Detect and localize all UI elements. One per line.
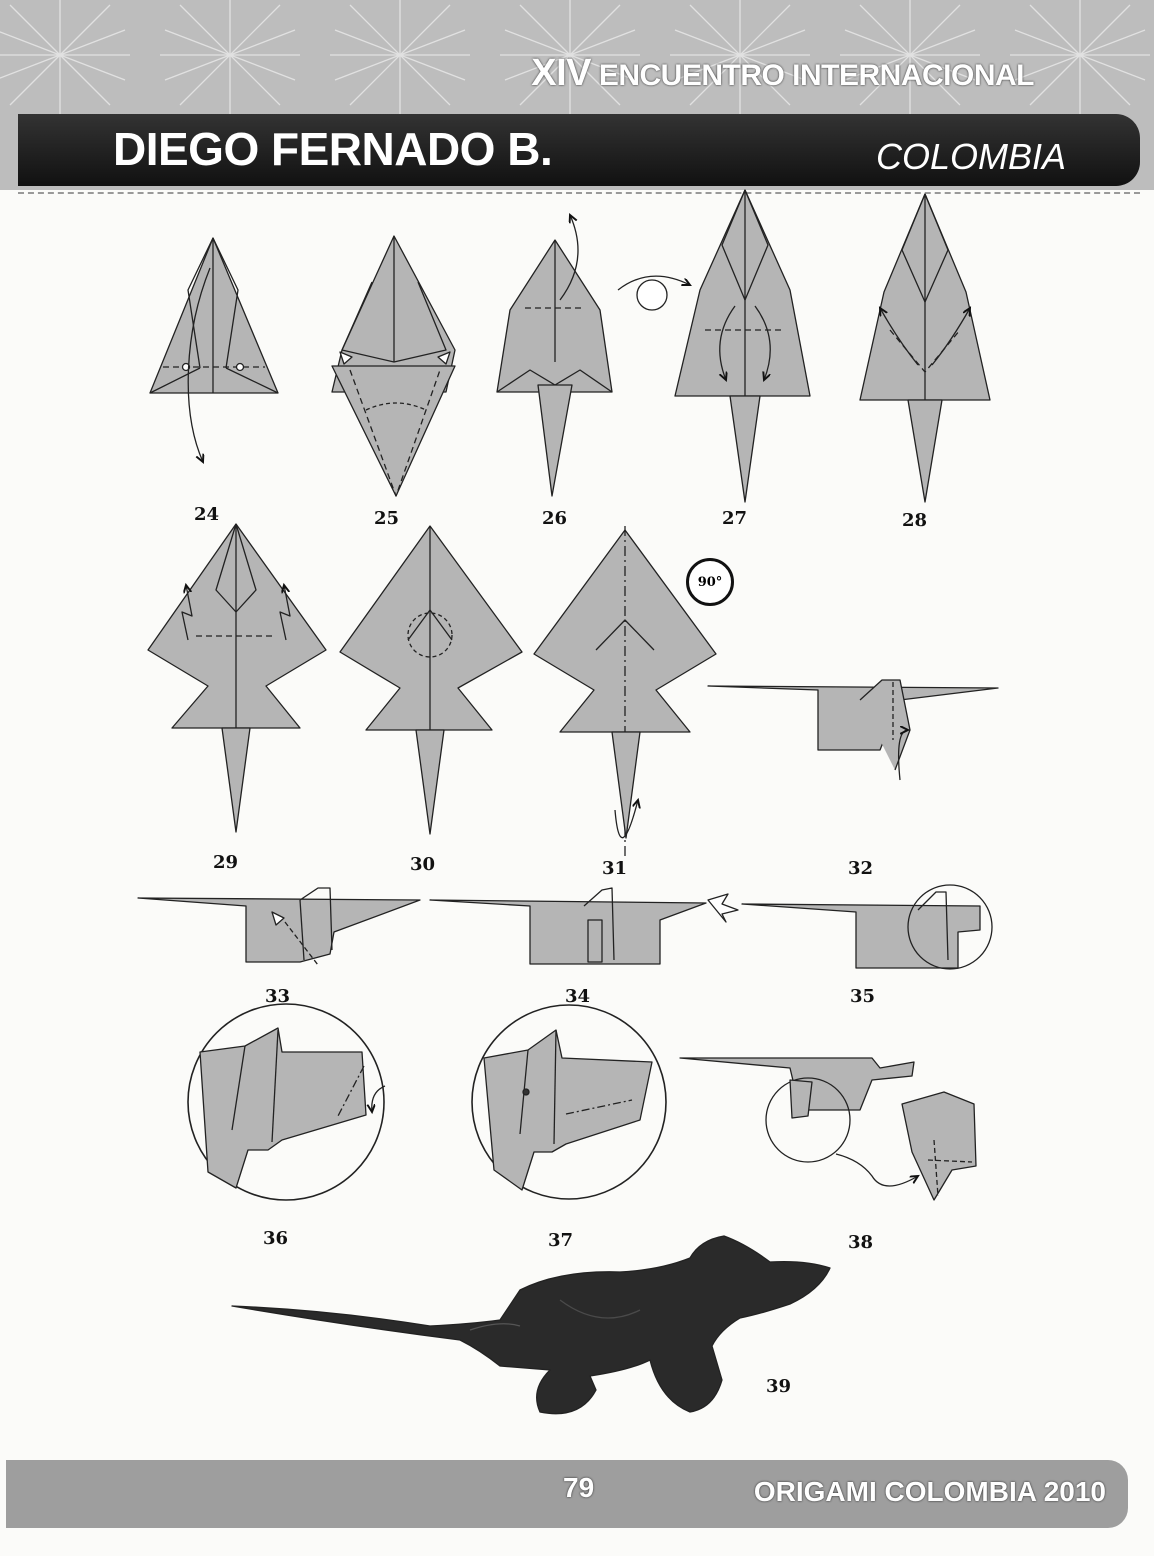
diagram-step-31 (533, 526, 717, 856)
event-number: XIV (531, 52, 591, 94)
diagram-step-29 (147, 523, 327, 833)
event-title: XIV ENCUENTRO INTERNACIONAL (531, 52, 1034, 95)
publication-title: ORIGAMI COLOMBIA 2010 (753, 1476, 1106, 1507)
step-number: 37 (548, 1230, 574, 1251)
event-name: ENCUENTRO INTERNACIONAL (598, 59, 1035, 92)
diagram-step-24 (149, 237, 279, 462)
step-number: 35 (850, 986, 876, 1007)
diagram-step-38 (679, 1057, 977, 1201)
step-number: 32 (848, 858, 874, 879)
step-number: 36 (263, 1228, 289, 1249)
step-number: 39 (766, 1376, 792, 1397)
diagram-step-33 (137, 887, 421, 966)
diagram-step-34 (429, 887, 739, 965)
step-number: 29 (213, 852, 239, 873)
step-number: 26 (542, 508, 568, 529)
header-divider (18, 192, 1140, 194)
diagram-step-35 (741, 884, 993, 970)
page-number: 79 (563, 1472, 595, 1503)
step-number: 25 (374, 508, 400, 529)
rotate-90-symbol: 90° (686, 558, 734, 606)
title-bar: DIEGO FERNADO B. COLOMBIA (18, 114, 1140, 186)
step-number: 30 (410, 854, 436, 875)
diagram-step-37 (471, 1004, 667, 1200)
finished-model-photo (231, 1235, 831, 1415)
step-number: 24 (194, 504, 220, 525)
diagram-step-30 (339, 525, 523, 835)
diagram-step-32 (707, 679, 999, 781)
country-name: COLOMBIA (875, 136, 1066, 177)
author-name: DIEGO FERNADO B. (113, 123, 553, 175)
diagram-step-25 (331, 235, 456, 497)
step-number: 31 (602, 858, 628, 879)
footer-bar (6, 1460, 1128, 1528)
step-number: 33 (265, 986, 291, 1007)
diagram-step-27 (674, 189, 811, 503)
diagram-step-36 (187, 1003, 386, 1201)
step-number: 38 (848, 1232, 874, 1253)
step-number: 27 (722, 508, 748, 529)
step-number: 28 (902, 510, 928, 531)
starburst-pattern (0, 0, 1150, 125)
diagram-step-28 (859, 193, 991, 503)
diagram-step-26 (496, 215, 690, 497)
step-number: 34 (565, 986, 591, 1007)
